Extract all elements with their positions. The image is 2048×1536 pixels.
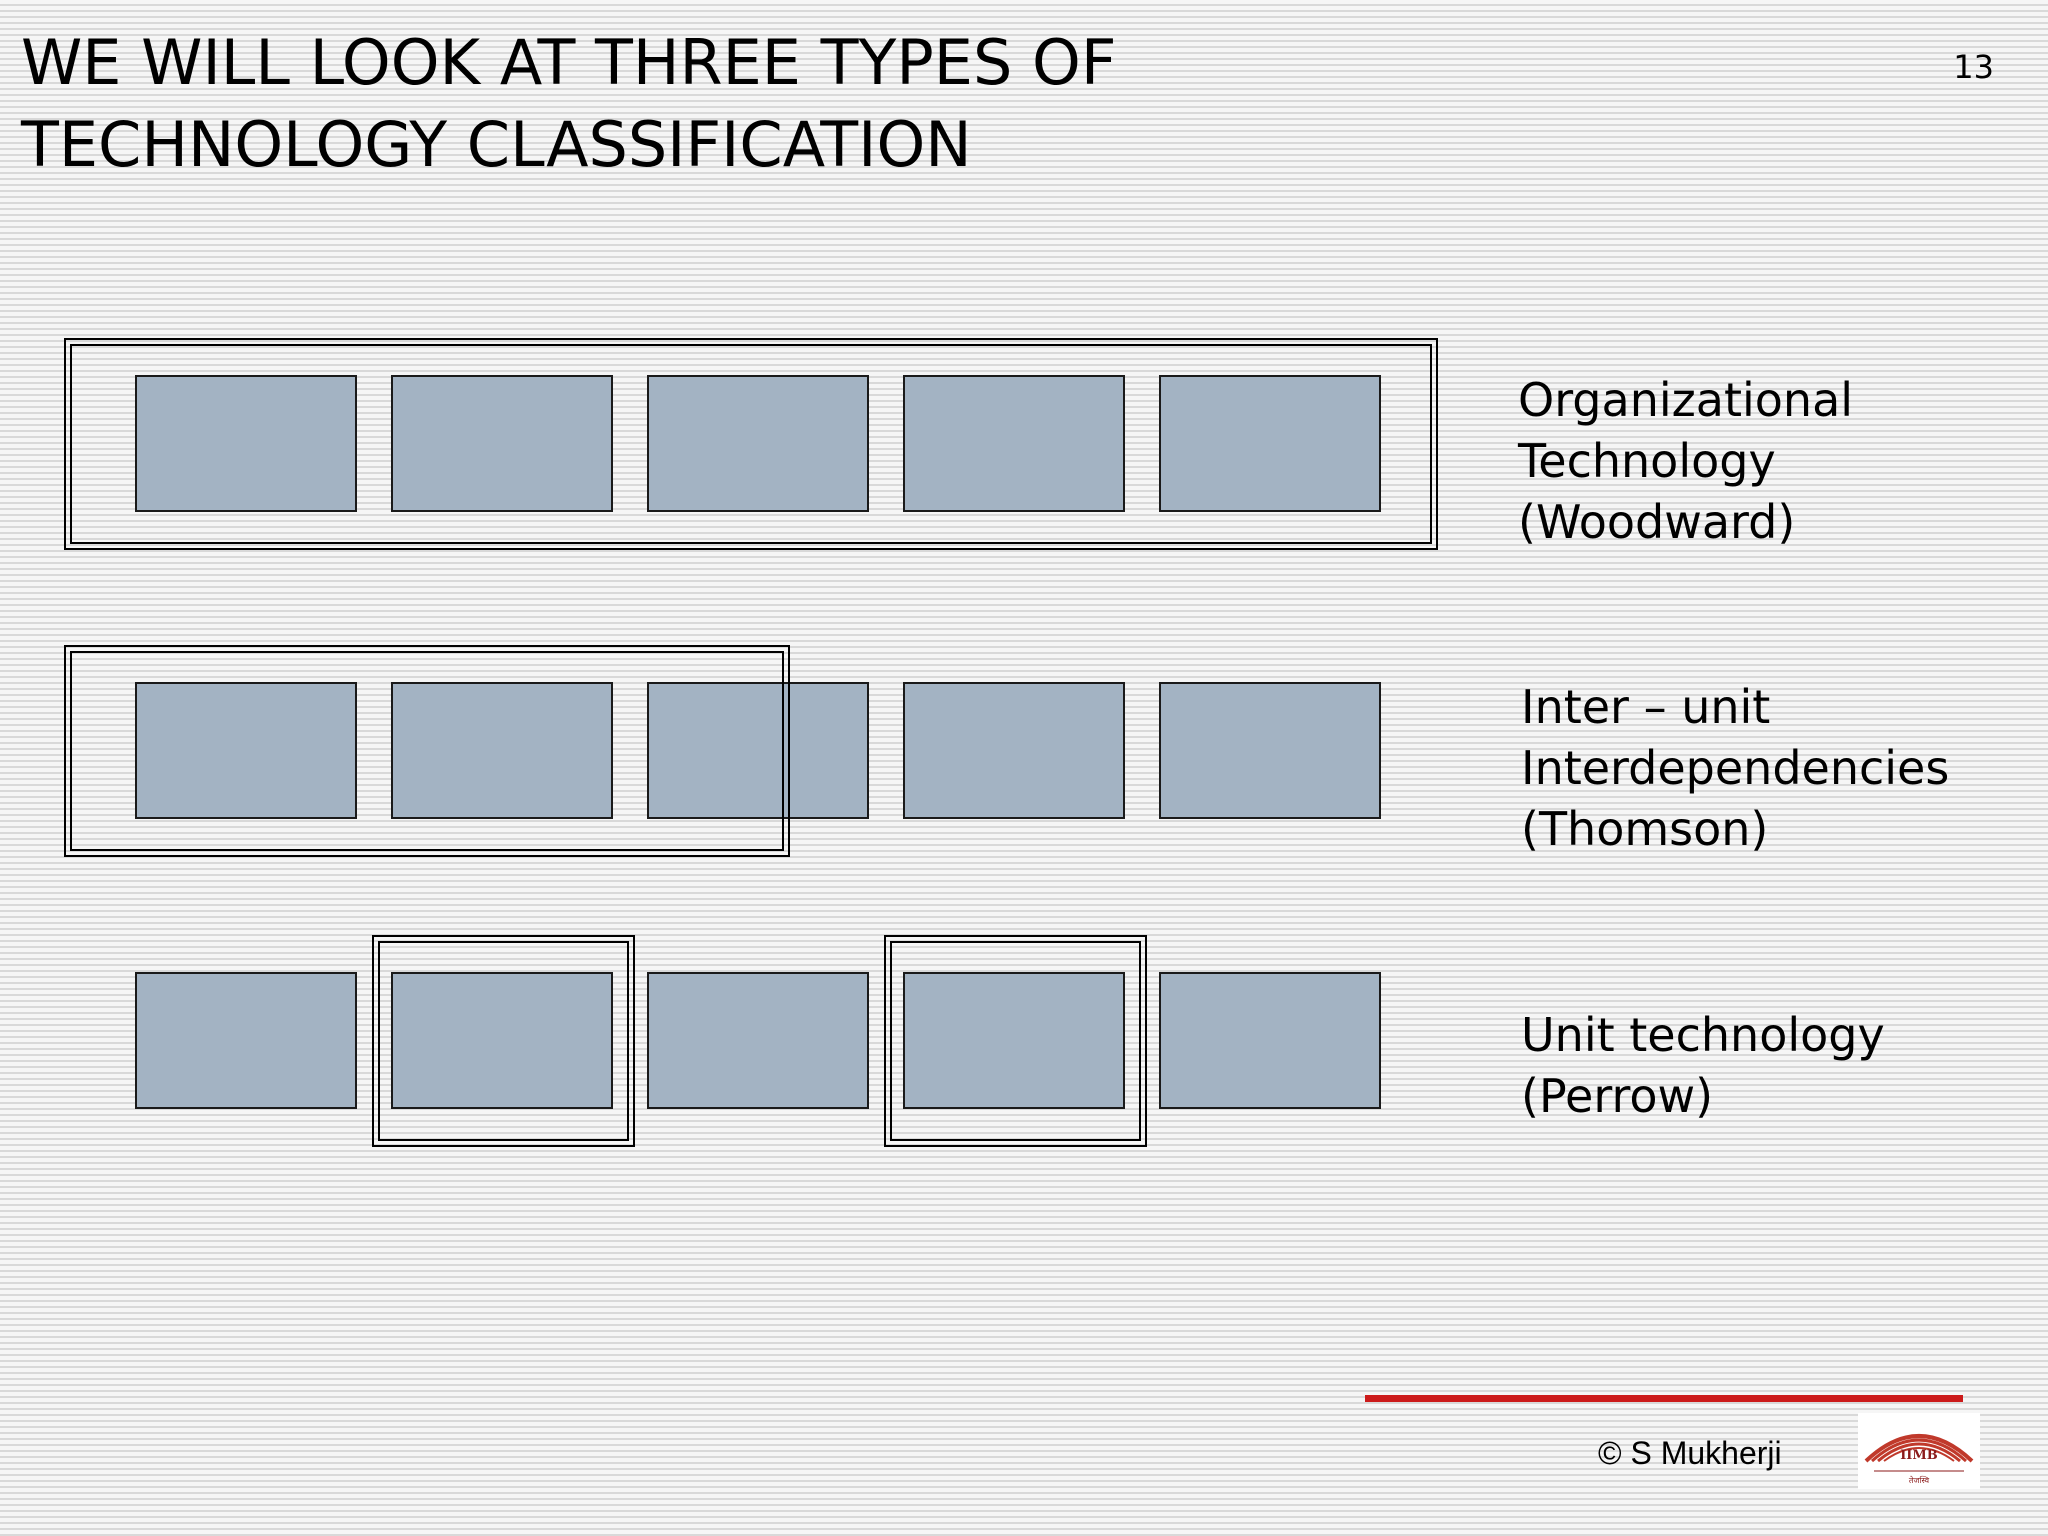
row1-label-line-3: (Woodward) xyxy=(1518,495,1796,549)
row1-unit-2 xyxy=(391,375,613,512)
row2-label: Inter – unit Interdependencies (Thomson) xyxy=(1521,677,1949,860)
slide-title: WE WILL LOOK AT THREE TYPES OF TECHNOLOG… xyxy=(21,22,1117,186)
row1-unit-4 xyxy=(903,375,1125,512)
row2-label-line-2: Interdependencies xyxy=(1521,741,1950,795)
row1-unit-3 xyxy=(647,375,869,512)
row3-label-line-2: (Perrow) xyxy=(1521,1069,1714,1123)
row2-label-line-3: (Thomson) xyxy=(1521,802,1769,856)
svg-text:तेजस्वि: तेजस्वि xyxy=(1909,1475,1930,1485)
row1-unit-5 xyxy=(1159,375,1381,512)
row1-label-line-1: Organizational xyxy=(1518,373,1854,427)
row1-label-line-2: Technology xyxy=(1518,434,1776,488)
row3-unit-1 xyxy=(135,972,357,1109)
row2-unit-1 xyxy=(135,682,357,819)
page-number: 13 xyxy=(1953,48,1994,86)
row2-unit-2 xyxy=(391,682,613,819)
row3-unit-4 xyxy=(903,972,1125,1109)
unit-frame-2 xyxy=(884,935,1147,1147)
slide-title-line-2: TECHNOLOGY CLASSIFICATION xyxy=(21,108,972,181)
row3-unit-2 xyxy=(391,972,613,1109)
row3-label-line-1: Unit technology xyxy=(1521,1008,1885,1062)
row2-label-line-1: Inter – unit xyxy=(1521,680,1771,734)
row3-label: Unit technology (Perrow) xyxy=(1521,1005,1885,1127)
row3-unit-3 xyxy=(647,972,869,1109)
row2-unit-3 xyxy=(647,682,869,819)
row1-unit-1 xyxy=(135,375,357,512)
iimb-logo-icon: IIMB तेजस्वि xyxy=(1858,1413,1980,1489)
row3-unit-5 xyxy=(1159,972,1381,1109)
slide-title-line-1: WE WILL LOOK AT THREE TYPES OF xyxy=(21,26,1117,99)
interdependency-frame xyxy=(64,645,790,857)
unit-frame-1 xyxy=(372,935,635,1147)
row1-label: Organizational Technology (Woodward) xyxy=(1518,370,1853,553)
footer-accent-rule xyxy=(1365,1395,1963,1402)
copyright-text: © S Mukherji xyxy=(1598,1435,1782,1471)
logo-text: IIMB xyxy=(1900,1448,1938,1463)
organizational-frame xyxy=(64,338,1438,550)
row2-unit-5 xyxy=(1159,682,1381,819)
row2-unit-4 xyxy=(903,682,1125,819)
